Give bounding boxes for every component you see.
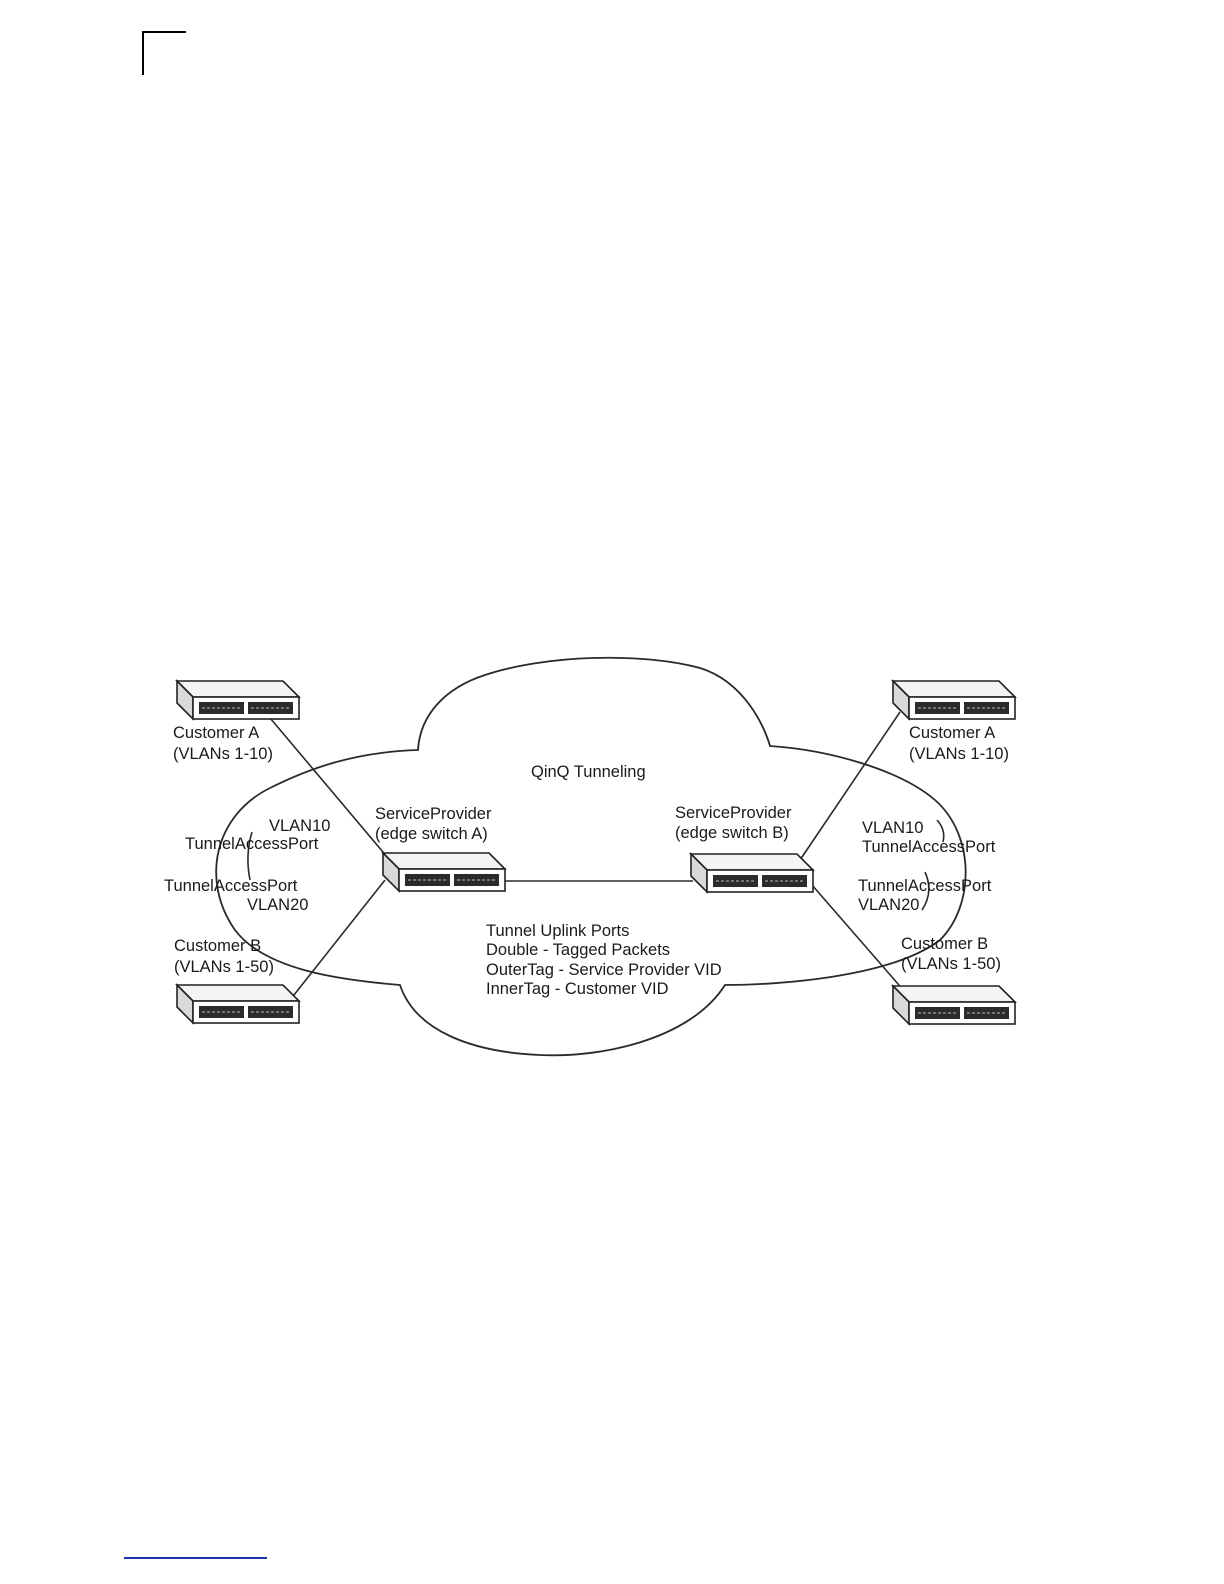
right-port-a-type: TunnelAccessPort [862,838,996,856]
qinq-cloud [215,656,967,1057]
edge-switch-a-title: ServiceProvider [375,805,492,823]
customer-b-right-switch [892,985,1016,1025]
right-port-bracket [936,819,945,843]
uplink-note-4: InnerTag - Customer VID [486,980,669,998]
edge-switch-b [690,853,814,893]
customer-a-left-vlans: (VLANs 1-10) [173,745,273,763]
edge-switch-a-subtitle: (edge switch A) [375,825,488,843]
edge-switch-b-subtitle: (edge switch B) [675,824,789,842]
right-port-bracket-lower [921,871,930,911]
link-customer-b-right [811,884,913,1001]
link-customer-b-left [289,879,386,1001]
link-customer-a-right [799,711,901,861]
left-port-a-vlan: VLAN10 [269,817,330,835]
page-corner-mark [142,31,186,75]
edge-switch-a [382,852,506,892]
left-port-bracket [247,831,253,881]
customer-a-right-vlans: (VLANs 1-10) [909,745,1009,763]
left-port-b-vlan: VLAN20 [247,896,308,914]
customer-b-left-vlans: (VLANs 1-50) [174,958,274,976]
cloud-label: QinQ Tunneling [531,763,646,781]
uplink-note-3: OuterTag - Service Provider VID [486,961,722,979]
right-port-a-vlan: VLAN10 [862,819,923,837]
edge-switch-b-title: ServiceProvider [675,804,792,822]
customer-b-right-vlans: (VLANs 1-50) [901,955,1001,973]
link-customer-a-left [264,711,389,859]
right-port-b-type: TunnelAccessPort [858,877,992,895]
customer-a-right-switch [892,680,1016,720]
customer-a-left-name: Customer A [173,724,259,742]
customer-b-left-switch [176,984,300,1024]
customer-a-right-name: Customer A [909,724,995,742]
uplink-note-1: Tunnel Uplink Ports [486,922,629,940]
footer-rule [124,1557,267,1559]
customer-b-left-name: Customer B [174,937,261,955]
left-port-a-type: TunnelAccessPort [185,835,319,853]
left-port-b-type: TunnelAccessPort [164,877,298,895]
customer-b-right-name: Customer B [901,935,988,953]
customer-a-left-switch [176,680,300,720]
uplink-note-2: Double - Tagged Packets [486,941,670,959]
right-port-b-vlan: VLAN20 [858,896,919,914]
